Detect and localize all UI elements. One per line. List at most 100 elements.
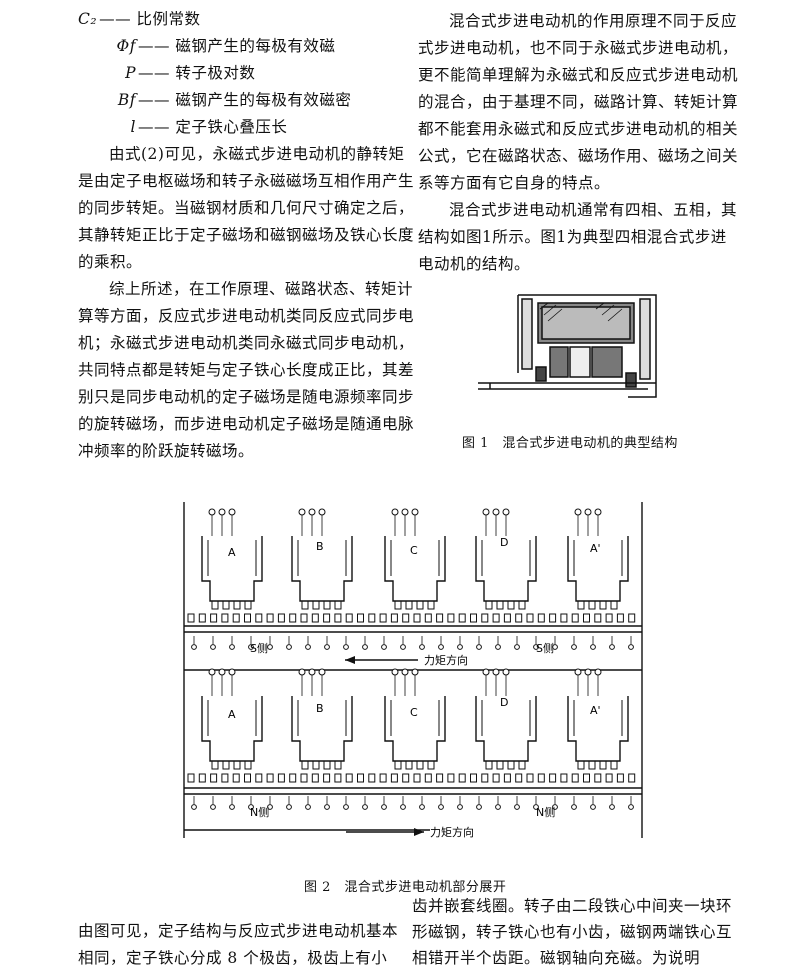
bottom-left-paragraph: 由图可见，定子结构与反应式步进电动机基本相同，定子铁心分成 8 个极齿，极齿上有… xyxy=(78,922,399,967)
torque-label: 力矩方向 xyxy=(424,653,468,667)
symbol-desc: —— 磁钢产生的每极有效磁密 xyxy=(138,91,352,109)
phase-label: A' xyxy=(590,704,601,717)
rotor-pin xyxy=(419,644,425,650)
rotor-pin xyxy=(590,804,596,810)
figure-2-caption: 图 2 混合式步进电动机部分展开 xyxy=(304,880,507,895)
phase-label: C xyxy=(410,544,418,557)
stator-tooth xyxy=(427,600,435,610)
stator-tooth xyxy=(507,760,515,770)
rotor-pin xyxy=(514,804,520,810)
rotor-tooth xyxy=(277,773,285,783)
winding-lead xyxy=(297,700,347,736)
rotor-pin xyxy=(362,644,368,650)
rotor-tooth xyxy=(605,613,613,623)
rotor-tooth xyxy=(526,773,534,783)
rotor-tooth xyxy=(470,773,477,783)
stator-tooth xyxy=(394,760,402,770)
stator-pole xyxy=(475,696,537,762)
phase-label: C xyxy=(410,706,418,719)
stator-tooth xyxy=(518,760,526,770)
stator-pole xyxy=(567,536,629,602)
stator-tooth xyxy=(222,600,230,610)
rotor-tooth xyxy=(244,613,251,623)
rotor-pin xyxy=(229,804,235,810)
stator-tooth xyxy=(323,600,331,610)
rotor-tooth xyxy=(402,773,410,783)
symbol-desc: —— 比例常数 xyxy=(99,10,201,28)
terminal xyxy=(594,508,602,516)
stator-tooth xyxy=(427,760,435,770)
rotor-pin xyxy=(324,644,330,650)
stator-tooth xyxy=(416,760,424,770)
phase-label: D xyxy=(500,536,508,549)
terminal xyxy=(482,508,490,516)
rotor-tooth xyxy=(470,613,477,623)
rotor-tooth xyxy=(526,613,534,623)
paragraph: 混合式步进电动机通常有四相、五相，其结构如图1所示。图1为典型四相混合式步进电动… xyxy=(418,201,738,273)
bottom-right-paragraph: 齿并嵌套线圈。转子由二段铁心中间夹一块环形磁钢，转子铁心也有小齿，磁钢两端铁心互… xyxy=(412,897,733,967)
motor-cross-section-drawing xyxy=(478,294,657,398)
stator-tooth xyxy=(507,600,515,610)
terminal xyxy=(391,508,399,516)
terminal xyxy=(574,508,582,516)
rotor-pin xyxy=(324,804,330,810)
rotor-tooth xyxy=(232,613,240,623)
rotor-tooth xyxy=(616,613,624,623)
rotor-pin xyxy=(191,804,197,810)
stator-pole xyxy=(475,536,537,602)
rotor-tooth xyxy=(334,613,342,623)
rotor-pin xyxy=(457,804,463,810)
winding-lead xyxy=(207,700,257,736)
rotor-tooth xyxy=(289,773,297,783)
rotor-pin xyxy=(552,804,558,810)
stator-pole xyxy=(291,536,353,602)
rotor-tooth xyxy=(616,773,624,783)
terminal xyxy=(502,508,510,516)
rotor-tooth xyxy=(503,613,511,623)
terminal xyxy=(391,668,399,676)
rotor-tooth xyxy=(605,773,613,783)
winding-lead xyxy=(390,700,440,736)
stator-tooth xyxy=(405,600,413,610)
phase-label: B xyxy=(316,702,324,715)
rotor-pin xyxy=(248,644,254,650)
rotor-tooth xyxy=(549,613,557,623)
side-label: N侧 xyxy=(536,806,555,819)
rotor-tooth xyxy=(594,613,602,623)
rotor-tooth xyxy=(413,773,421,783)
phase-label: D xyxy=(500,696,508,709)
rotor-tooth xyxy=(311,613,319,623)
rotor-tooth xyxy=(628,613,636,623)
rotor-pin xyxy=(248,804,254,810)
figure-2-unrolled-motor: A B C D A' A B C D A' S侧 S侧 N侧 N侧 力矩方向 力… xyxy=(180,498,648,843)
rotor-tooth xyxy=(221,773,229,783)
rotor-tooth xyxy=(549,773,557,783)
rotor-pin xyxy=(267,644,273,650)
rotor-pin xyxy=(495,804,501,810)
rotor-tooth xyxy=(221,613,229,623)
terminal xyxy=(318,508,326,516)
rotor-pin xyxy=(590,644,596,650)
terminal xyxy=(482,668,490,676)
terminal xyxy=(584,668,592,676)
unrolled-motor-diagram: A B C D A' A B C D A' S侧 S侧 N侧 N侧 力矩方向 力… xyxy=(183,502,643,839)
rotor-tooth xyxy=(300,613,308,623)
terminal xyxy=(218,508,226,516)
rotor-tooth xyxy=(515,613,523,623)
rotor-tooth xyxy=(436,773,444,783)
terminal xyxy=(298,508,306,516)
rotor-tooth xyxy=(594,773,602,783)
rotor-pin xyxy=(210,644,216,650)
rotor-tooth xyxy=(458,773,466,783)
rotor-tooth xyxy=(368,773,376,783)
torque-label: 力矩方向 xyxy=(430,825,474,839)
phase-label: A xyxy=(228,546,236,559)
stator-tooth xyxy=(416,600,424,610)
rotor-tooth xyxy=(583,773,590,783)
rotor-tooth xyxy=(571,613,579,623)
symbol-desc: —— 转子极对数 xyxy=(138,64,256,82)
symbol-list: C₂—— 比例常数 Φf—— 磁钢产生的每极有效磁 P—— 转子极对数 Bf——… xyxy=(78,6,416,141)
rotor-tooth xyxy=(232,773,240,783)
rotor-tooth xyxy=(345,613,353,623)
torque-arrow: 力矩方向 xyxy=(345,653,468,667)
